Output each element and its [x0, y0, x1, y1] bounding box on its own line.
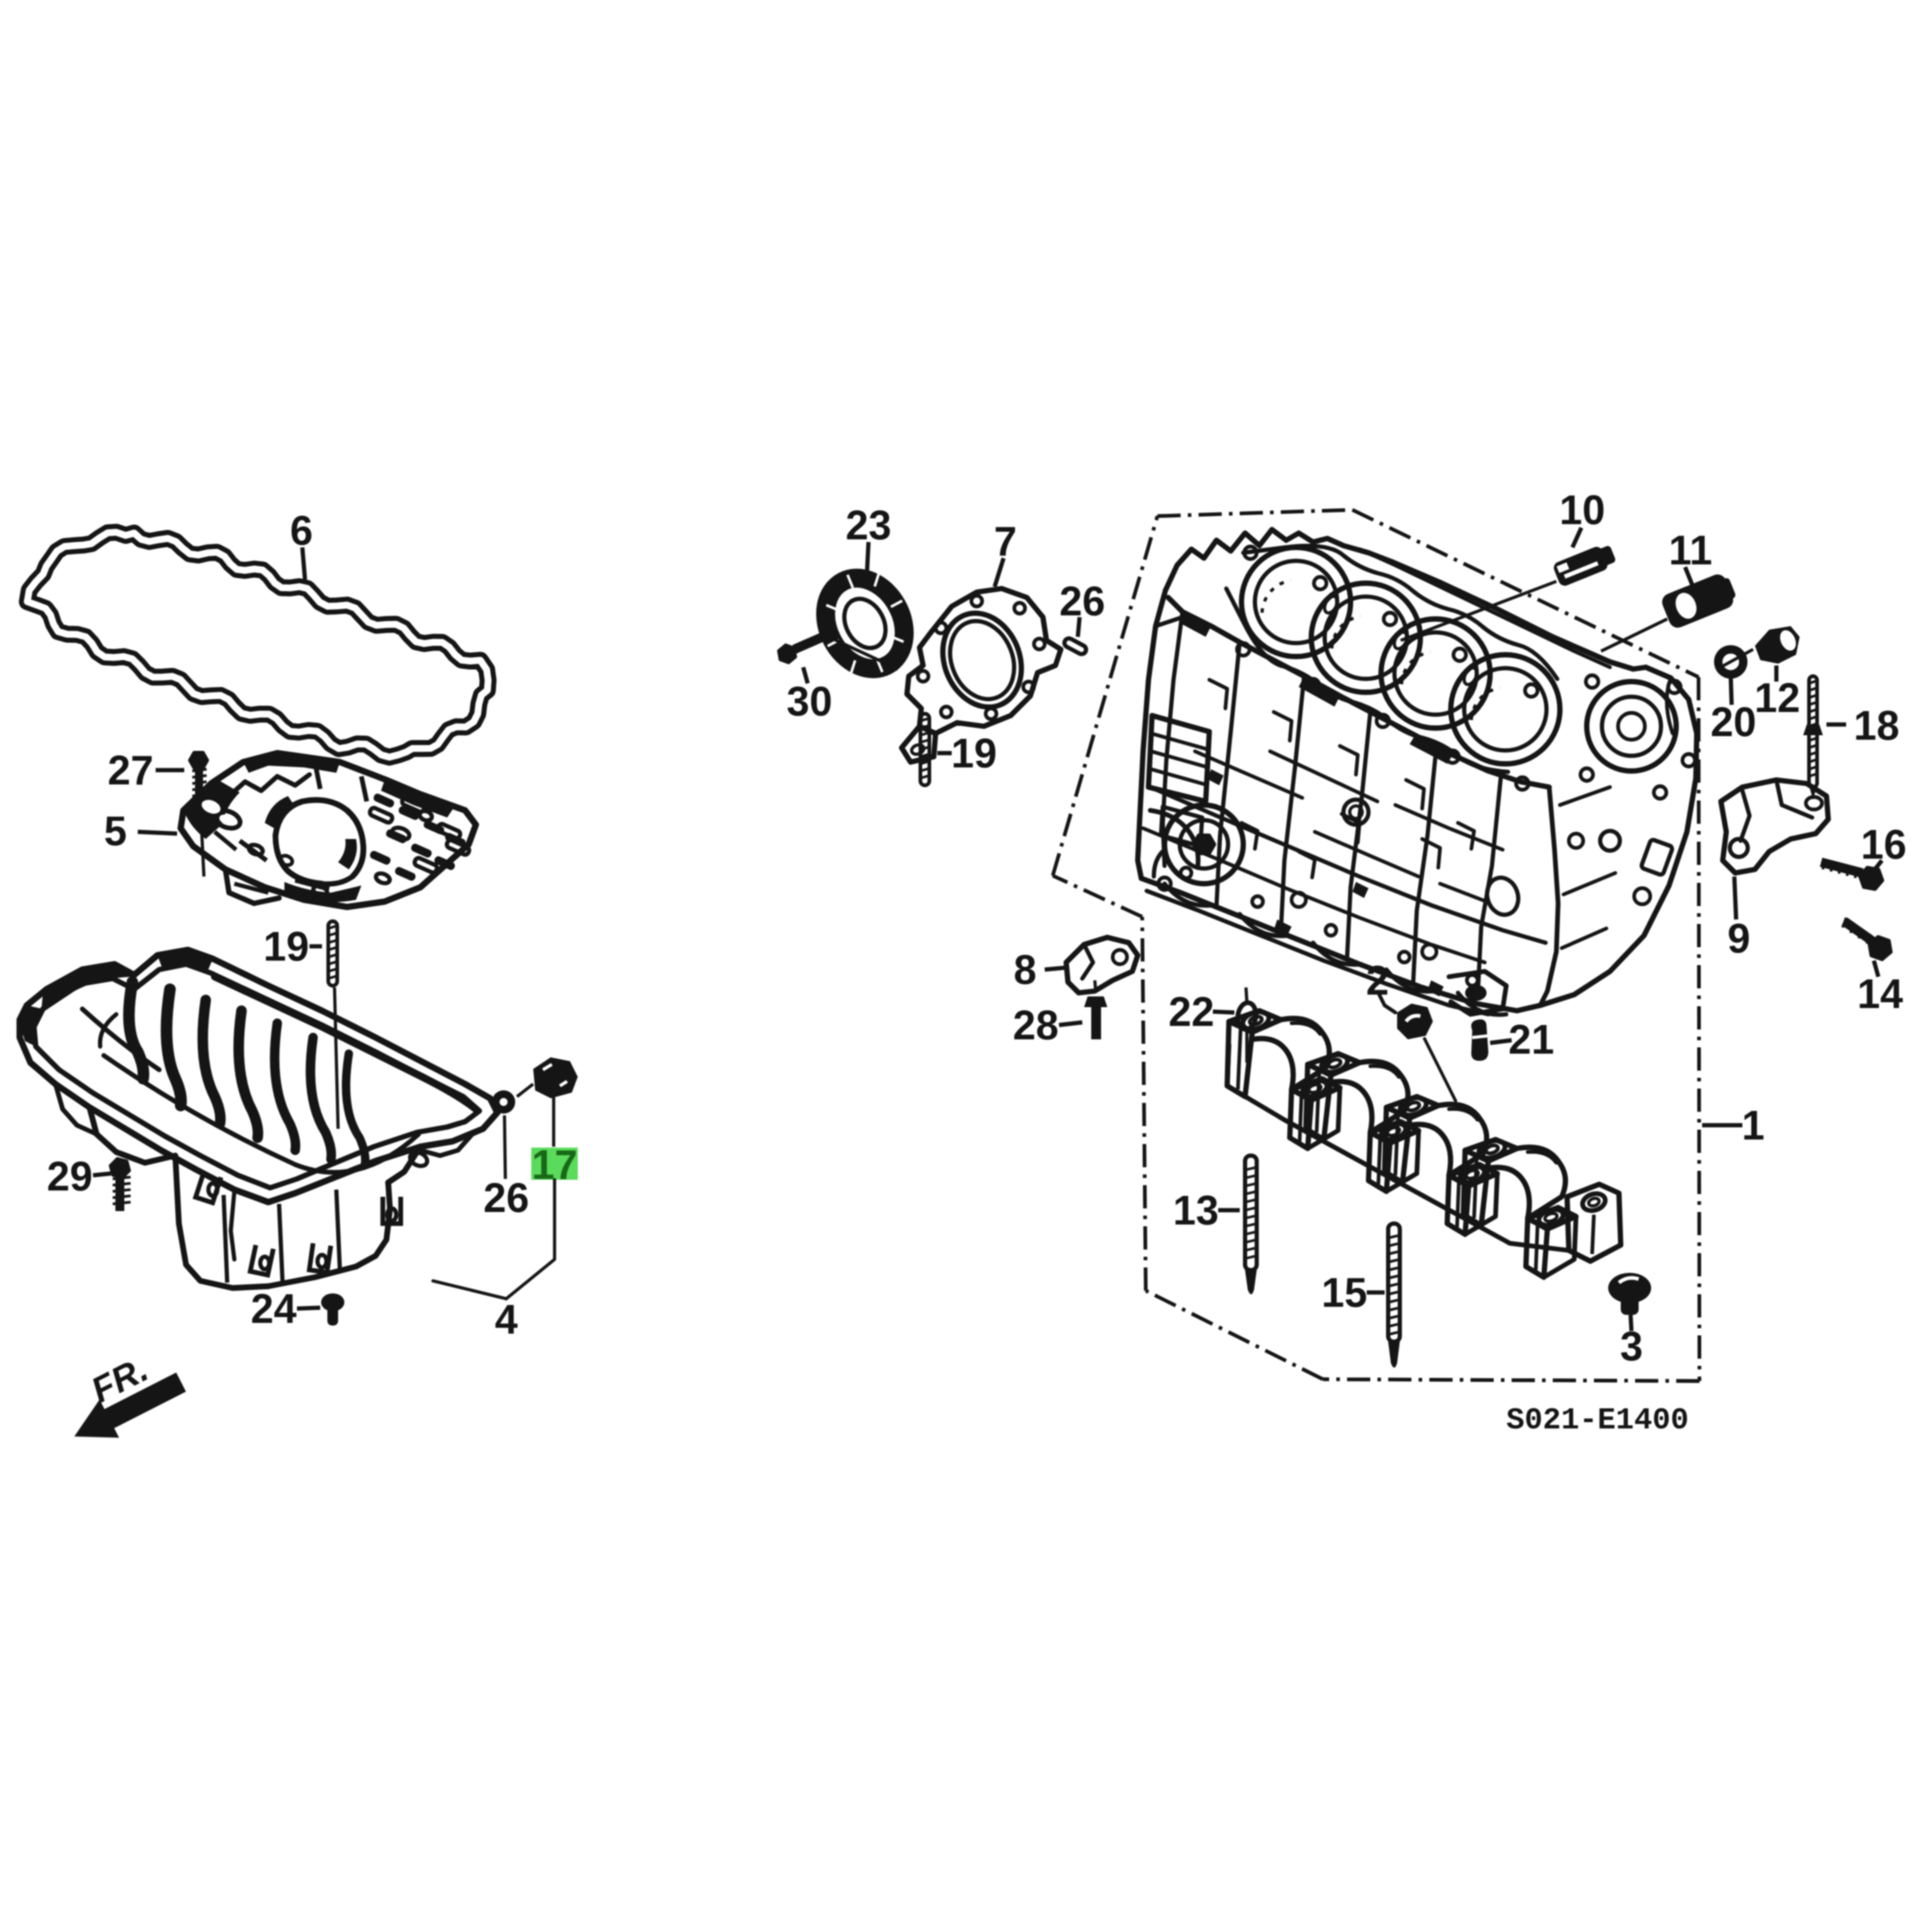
svg-text:6: 6 [290, 507, 313, 554]
svg-text:24: 24 [250, 1285, 297, 1332]
svg-text:15: 15 [1321, 1269, 1367, 1316]
svg-text:1: 1 [1741, 1102, 1765, 1148]
svg-text:21: 21 [1508, 1016, 1554, 1063]
svg-text:11: 11 [1669, 527, 1713, 573]
svg-text:27: 27 [107, 747, 153, 793]
svg-text:10: 10 [1559, 487, 1605, 533]
svg-text:30: 30 [786, 678, 832, 724]
svg-text:26: 26 [483, 1174, 529, 1221]
svg-text:20: 20 [1710, 699, 1756, 745]
svg-text:4: 4 [495, 1296, 518, 1343]
svg-text:18: 18 [1853, 702, 1899, 749]
svg-text:16: 16 [1860, 821, 1906, 868]
svg-text:22: 22 [1168, 988, 1214, 1035]
svg-text:14: 14 [1857, 970, 1903, 1017]
svg-text:23: 23 [845, 502, 891, 548]
svg-text:7: 7 [994, 518, 1017, 564]
svg-text:8: 8 [1013, 946, 1037, 993]
svg-text:19: 19 [263, 923, 309, 970]
svg-text:19: 19 [951, 730, 996, 776]
svg-text:12: 12 [1754, 674, 1800, 721]
svg-text:5: 5 [104, 808, 127, 854]
svg-text:13: 13 [1173, 1187, 1218, 1233]
svg-text:S021-E1400: S021-E1400 [1506, 1404, 1689, 1438]
svg-text:26: 26 [1059, 578, 1105, 624]
svg-text:28: 28 [1013, 1002, 1058, 1048]
svg-text:2: 2 [1366, 957, 1389, 1004]
svg-text:29: 29 [47, 1153, 92, 1199]
svg-text:9: 9 [1727, 915, 1750, 962]
